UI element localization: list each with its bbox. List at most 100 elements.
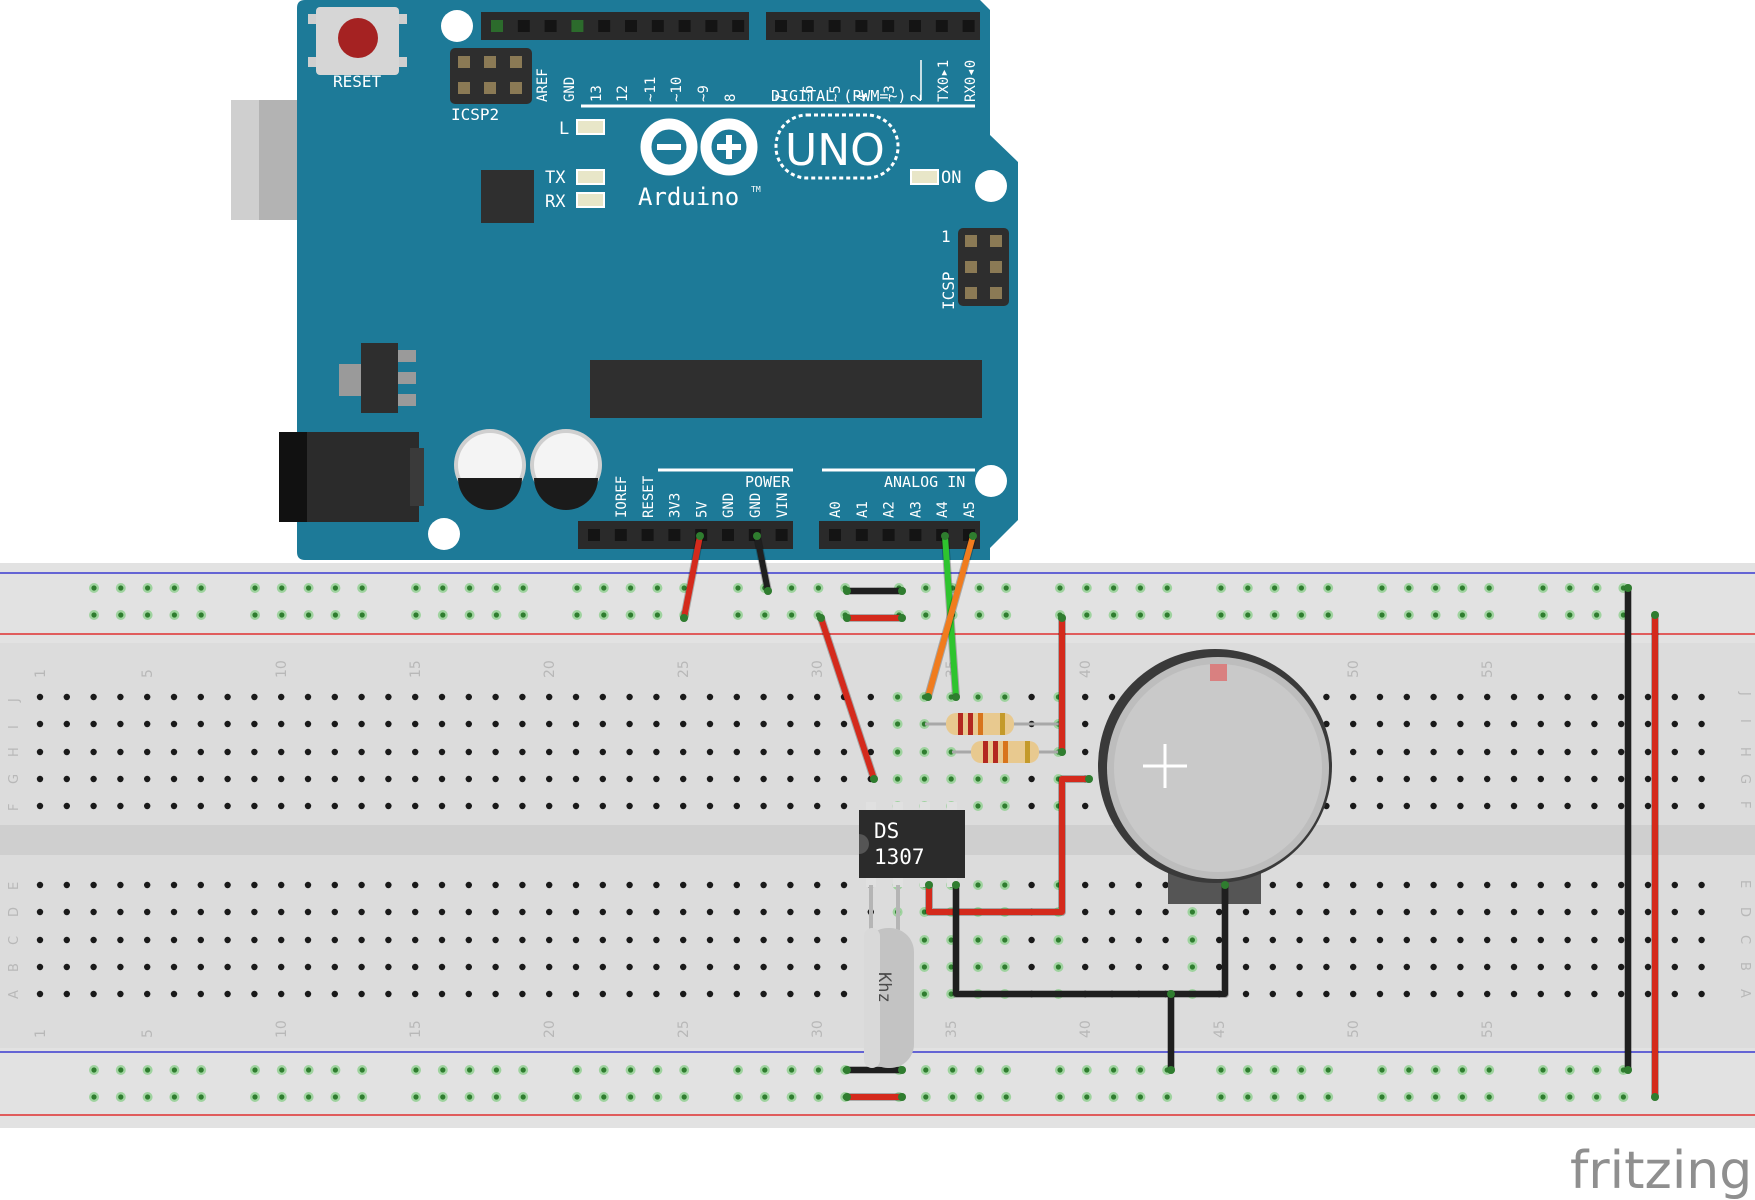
breadboard-hole [760,881,767,889]
rail-hole-center [1325,612,1331,618]
breadboard-hole [117,720,124,728]
breadboard-hole [1028,775,1035,783]
breadboard-hole [1644,963,1652,971]
breadboard-hole [1591,748,1598,756]
analog-pin-label: A5 [962,501,978,518]
breadboard-hole [90,693,97,701]
rail-hole-center [413,585,419,591]
rail-hole-center [252,1067,258,1073]
analog-pin-label: A2 [882,501,898,518]
breadboard-hole [63,748,70,756]
breadboard-hole [1028,881,1035,889]
rail-hole-center [1298,1094,1304,1100]
breadboard-hole [224,720,231,728]
wire-rail-5v-jumper-end [843,614,851,622]
breadboard-hole [1376,990,1384,998]
column-number: 10 [274,1020,290,1038]
breadboard-hole [519,963,526,971]
breadboard-hole [680,990,687,998]
breadboard-hole [1376,693,1384,701]
rail-hole-center [950,1094,956,1100]
rail-hole-center [735,1094,741,1100]
column-number: 20 [542,1020,558,1038]
breadboard-hole [358,963,365,971]
breadboard-hole [63,908,70,916]
breadboard-hole [304,936,312,944]
breadboard-hole [599,802,606,810]
breadboard-hole [1457,908,1464,916]
mounting-hole [975,170,1007,202]
rail-hole-center [171,612,177,618]
rail-hole-center [628,1067,634,1073]
breadboard-hole [1082,720,1089,728]
header-pin [641,529,654,541]
breadboard-hole [840,748,848,756]
digital-pin-header [481,12,980,40]
reset-button[interactable] [308,7,407,75]
rail-hole-center [332,612,338,618]
mounting-hole [428,518,460,550]
breadboard-hole [63,990,70,998]
breadboard-hole [787,908,794,916]
digital-pin-label: 4 [855,94,871,102]
breadboard-hole [1671,936,1679,944]
breadboard-hole [1323,693,1330,701]
wire-bottom-gnd-jumper-end [843,1066,851,1074]
rail-hole-center [789,612,795,618]
rail-hole-center [681,585,687,591]
breadboard-hole [787,936,794,944]
breadboard-hole [1403,720,1411,728]
breadboard-hole [653,720,660,728]
breadboard-hole [412,908,419,916]
breadboard-hole [358,936,365,944]
rail-hole-center [681,1094,687,1100]
breadboard-hole [1671,748,1679,756]
icsp2-label: ICSP2 [451,105,499,124]
row-letter: H [7,747,22,757]
rail-hole-center [91,585,97,591]
breadboard-hole [1671,802,1679,810]
row-letter: G [1737,774,1752,784]
breadboard-hole [1296,963,1303,971]
breadboard-hole [1323,881,1330,889]
column-number: 55 [1480,1020,1496,1038]
logo-brand-text: Arduino [638,183,739,211]
rail-hole-center [815,1067,822,1073]
breadboard-hole [599,693,606,701]
wire-5v-to-ic-end [817,614,825,622]
breadboard-hole [572,881,580,889]
column-number: 20 [542,660,558,678]
jumper-wires [680,532,1659,1101]
breadboard-hole [1403,990,1411,998]
wire-rail-gnd-jumper-end [843,587,851,595]
row-letter: D [7,907,22,917]
logo-tm-text: TM [751,185,761,194]
rail-hole-center [1003,612,1009,618]
breadboard-hole [1671,881,1679,889]
breadboard-hole [36,802,44,810]
breadboard-hole [278,775,285,783]
breadboard-hole [1564,990,1571,998]
rail-hole-center [1084,1094,1090,1100]
breadboard-hole [412,990,419,998]
breadboard-hole [1591,908,1598,916]
breadboard-hole [197,881,204,889]
rail-hole-center [1433,612,1439,618]
breadboard-hole [1644,720,1652,728]
breadboard-hole [304,775,312,783]
breadboard-hole [465,693,472,701]
breadboard-hole [733,881,740,889]
breadboard-hole [412,881,419,889]
breadboard-hole [385,720,392,728]
rail-hole-center [1137,612,1143,618]
breadboard-hole-center [921,991,928,997]
breadboard-hole [1082,963,1089,971]
row-letter: G [7,774,22,784]
rail-hole-center [1620,612,1626,618]
led-on [910,169,939,185]
breadboard-hole [465,936,472,944]
digital-pin-label: ~6 [801,85,817,102]
breadboard-hole [1457,990,1464,998]
rail-hole-center [574,612,580,618]
rail-hole-center [1325,1067,1331,1073]
